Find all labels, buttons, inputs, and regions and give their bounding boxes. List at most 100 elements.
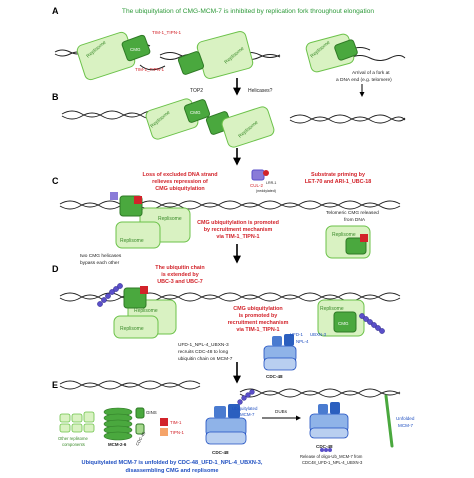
promoted-text-1: CMG ubiquitylation is promoted: [197, 220, 279, 226]
replisome-label: Replisome: [120, 238, 144, 244]
panel-c-letter: C: [52, 176, 59, 186]
npl4-label: NPL-4: [296, 339, 309, 344]
promoted-text-3: recruitment mechanism: [228, 320, 289, 326]
ufd-text-2: recruits CDC-48 to long: [178, 349, 228, 355]
panel-d-letter: D: [52, 264, 59, 274]
other-label-2: components: [62, 442, 85, 447]
cul2-icon: [110, 192, 118, 200]
loss-text-2: relieves repression of: [152, 179, 208, 185]
panel-b: B TOP2 Helicases? Replisome CMG Replisom…: [52, 88, 406, 166]
unfolded-label-2: MCM-7: [398, 423, 414, 428]
bottom-text-2: disassembling CMG and replisome: [126, 468, 219, 474]
lrr1-label: LRR-1: [266, 181, 276, 185]
promoted-text-4: via TIM-1_TIPN-1: [236, 327, 279, 333]
bypass-text-1: two CMG helicases: [80, 253, 122, 259]
replisome: [196, 31, 254, 79]
ubiq-label-2: MCM-7: [240, 412, 255, 417]
dna-strand: [59, 380, 201, 388]
extended-text-3: UBC-3 and UBC-7: [157, 279, 203, 285]
extended-text-2: is extended by: [161, 272, 198, 278]
unfolded-mcm7: [384, 394, 394, 448]
tim-tipn-label: TIM-1_TIPN-1: [135, 67, 165, 72]
ubiq-label-1: Ubiquitylated: [232, 406, 258, 411]
extended-text-1: The ubiquitin chain: [155, 265, 204, 271]
tim-tipn-label: TIM-1_TIPN-1: [152, 30, 182, 35]
panel-d: D The ubiquitin chain is extended by UBC…: [52, 264, 401, 384]
panel-e: E Other replisome components MCM-2-6 GIN…: [52, 380, 415, 474]
cdc45-icon: [135, 423, 145, 435]
replisome-label: Replisome: [120, 326, 144, 332]
replisome-label: Replisome: [320, 306, 344, 312]
dna-strand: [289, 114, 406, 122]
panel-a: A The ubiquitylation of CMG-MCM-7 is inh…: [52, 6, 406, 97]
ufd-text-1: UFD-1_NPL-4_UBXN-3: [178, 342, 229, 348]
dna-strand: [61, 110, 163, 118]
mcm-label: MCM-2-6: [108, 442, 127, 447]
dna-strand: [59, 292, 401, 300]
cmg-complex: [177, 51, 205, 75]
promoted-text-1: CMG ubiquitylation: [233, 306, 282, 312]
helicases-label: Helicases?: [248, 88, 273, 94]
cdc48-complex: [309, 402, 349, 439]
dna-strand: [59, 294, 401, 302]
neddylated-label: (neddylated): [256, 189, 276, 193]
replisome-label: Replisome: [332, 232, 356, 238]
unfolded-label-1: Unfolded: [396, 416, 415, 421]
release-text-2: CDC48_UFD-1_NPL-4_UBXN-3: [302, 460, 363, 465]
ufd1-label: UFD-1: [290, 332, 303, 337]
ubxn3-label: UBXN-3: [310, 332, 327, 337]
tim-tipn-icon: [360, 234, 368, 242]
cmg-complex: [334, 39, 358, 61]
panel-b-letter: B: [52, 92, 59, 102]
cmg-complex: [333, 311, 357, 333]
promoted-text-2: is promoted by: [239, 313, 278, 319]
panel-e-letter: E: [52, 380, 58, 390]
cmg-label: CMG: [338, 321, 349, 326]
priming-text-1: Substrate priming by: [311, 172, 365, 178]
tim-tipn-icon: [134, 196, 142, 204]
replisome: [115, 221, 161, 249]
cdc48-complex: [263, 334, 297, 371]
top2-label: TOP2: [190, 88, 203, 94]
lrr1-icon: [263, 170, 269, 176]
promoted-text-2: by recruitment mechanism: [204, 227, 273, 233]
replisome: [113, 315, 159, 339]
gins-icon: [135, 407, 145, 419]
ubiquitin-chain: [359, 313, 385, 334]
loss-text-3: CMG ubiquitylation: [155, 186, 204, 192]
dna-strand: [239, 388, 401, 396]
replisome-label: Replisome: [158, 216, 182, 222]
cdc48-label: CDC-48: [266, 374, 283, 379]
cul2-label: CUL-2: [250, 183, 264, 188]
cmg-complex: [183, 99, 211, 123]
panel-c: C Loss of excluded DNA strand relieves r…: [52, 169, 401, 266]
cdc48-complex: [205, 404, 247, 445]
dna-strand: [59, 202, 401, 210]
gins-label: GINS: [146, 410, 157, 415]
cdc48-label: CDC-48: [212, 450, 229, 455]
ufd-text-3: ubiquitin chain on MCM-7: [178, 356, 233, 362]
mcm-ring: [103, 407, 133, 441]
ubiquitin-chain: [97, 283, 123, 307]
tipn1-icon: [160, 428, 168, 436]
arrival-label: Arrival of a fork at: [352, 70, 390, 76]
tim1-icon: [160, 418, 168, 426]
oligo-ubiquitin: [320, 448, 332, 452]
dna-strand: [139, 64, 166, 71]
cmg-complex: [121, 34, 151, 62]
dna-strand: [239, 390, 401, 398]
bottom-text-1: Ubiquitylated MCM-7 is unfolded by CDC-4…: [82, 460, 263, 466]
cmg-label: CMG: [130, 47, 141, 52]
replisome-label: Replisome: [134, 308, 158, 314]
dna-strand: [59, 200, 401, 208]
priming-text-2: LET-70 and ARI-1_UBC-18: [305, 179, 372, 185]
ubiquitin-chain: [237, 389, 255, 405]
release-text-1: Release of oligo-Ub_MCM-7 from: [300, 454, 363, 459]
panel-a-title: The ubiquitylation of CMG-MCM-7 is inhib…: [122, 8, 374, 15]
telomeric-text-1: Telomeric CMG released: [326, 210, 379, 216]
cul2-icon: [251, 169, 265, 181]
panel-a-letter: A: [52, 6, 59, 16]
promoted-text-3: via TIM-1_TIPN-1: [216, 234, 259, 240]
